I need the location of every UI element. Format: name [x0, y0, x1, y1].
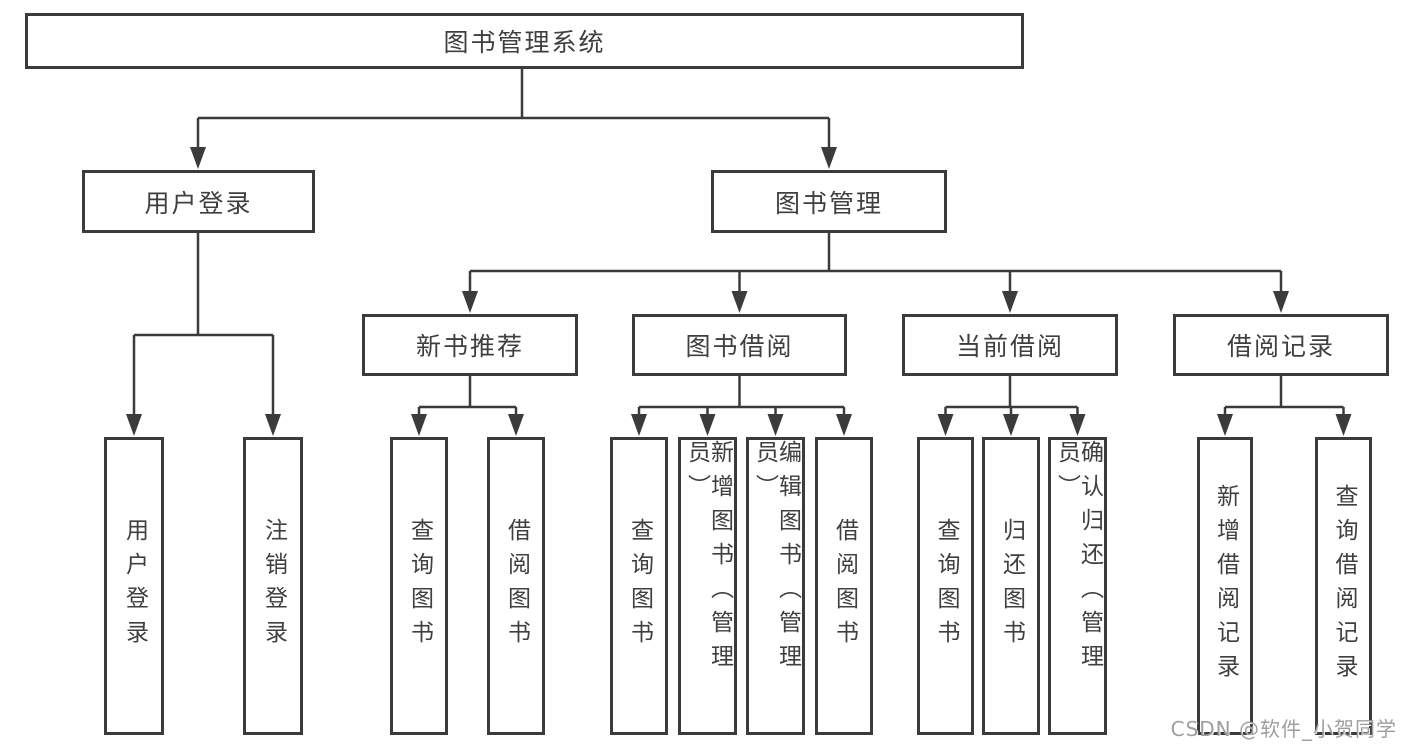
node-new-book-recommend: 新书推荐	[362, 314, 578, 376]
arrowheads	[126, 147, 1352, 436]
node-borrow-books: 借阅图书	[815, 437, 873, 735]
node-user-login: 用户登录	[82, 170, 315, 233]
connector-new-book-recommend	[417, 376, 518, 420]
node-library-system: 图书管理系统	[25, 13, 1024, 69]
node-query-books-borrow: 查询图书	[610, 437, 668, 735]
node-edit-books-admin: 编辑图书（管理员）	[746, 437, 805, 735]
node-current-borrowing: 当前借阅	[902, 314, 1118, 376]
node-borrowing-records: 借阅记录	[1173, 314, 1389, 376]
connector-book-management	[468, 233, 1283, 295]
connector-borrowing-records	[1223, 376, 1345, 420]
node-query-books-current: 查询图书	[917, 437, 974, 735]
connector-current-borrowing	[944, 376, 1079, 420]
node-return-books: 归还图书	[982, 437, 1040, 735]
node-book-management: 图书管理	[711, 170, 947, 233]
connector-book-borrowing	[637, 376, 846, 420]
node-book-borrowing: 图书借阅	[632, 314, 847, 376]
connector-user-login	[132, 233, 275, 420]
node-add-borrow-record: 新增借阅记录	[1197, 437, 1253, 735]
node-user-login-leaf: 用户登录	[104, 437, 164, 735]
node-query-borrow-record: 查询借阅记录	[1315, 437, 1372, 735]
csdn-watermark: CSDN @软件_小贺同学	[1170, 717, 1397, 741]
connector-root	[196, 68, 831, 152]
node-borrow-books-recommend: 借阅图书	[487, 437, 545, 735]
node-query-books-recommend: 查询图书	[390, 437, 448, 735]
node-confirm-return-admin: 确认归还（管理员）	[1048, 437, 1107, 735]
node-logout: 注销登录	[243, 437, 303, 735]
node-add-books-admin: 新增图书（管理员）	[678, 437, 737, 735]
